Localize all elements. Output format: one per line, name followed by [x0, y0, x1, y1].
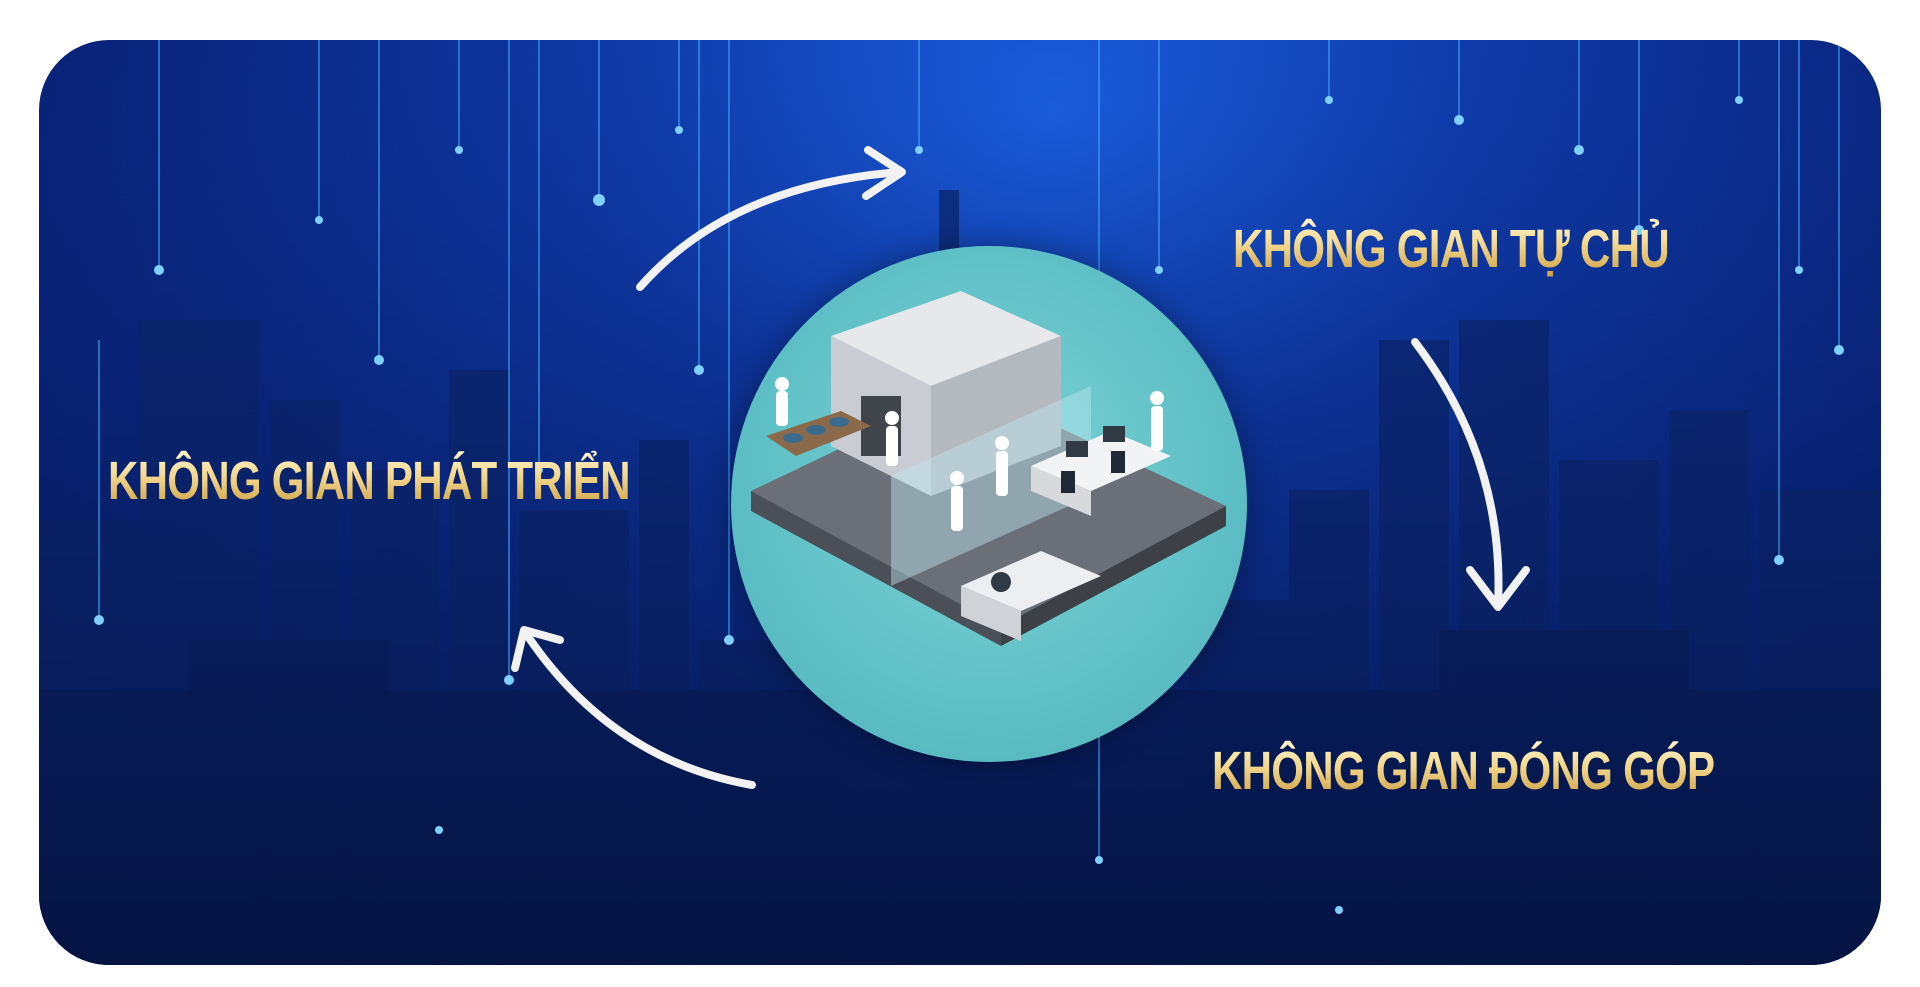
center-hub-circle	[731, 246, 1247, 762]
laboratory-illustration-icon	[751, 291, 1226, 646]
node-autonomous-space: KHÔNG GIAN TỰ CHỦ	[1233, 219, 1670, 279]
node-contribution-space: KHÔNG GIAN ĐÓNG GÓP	[1212, 741, 1715, 801]
node-development-space: KHÔNG GIAN PHÁT TRIỂN	[108, 451, 631, 511]
